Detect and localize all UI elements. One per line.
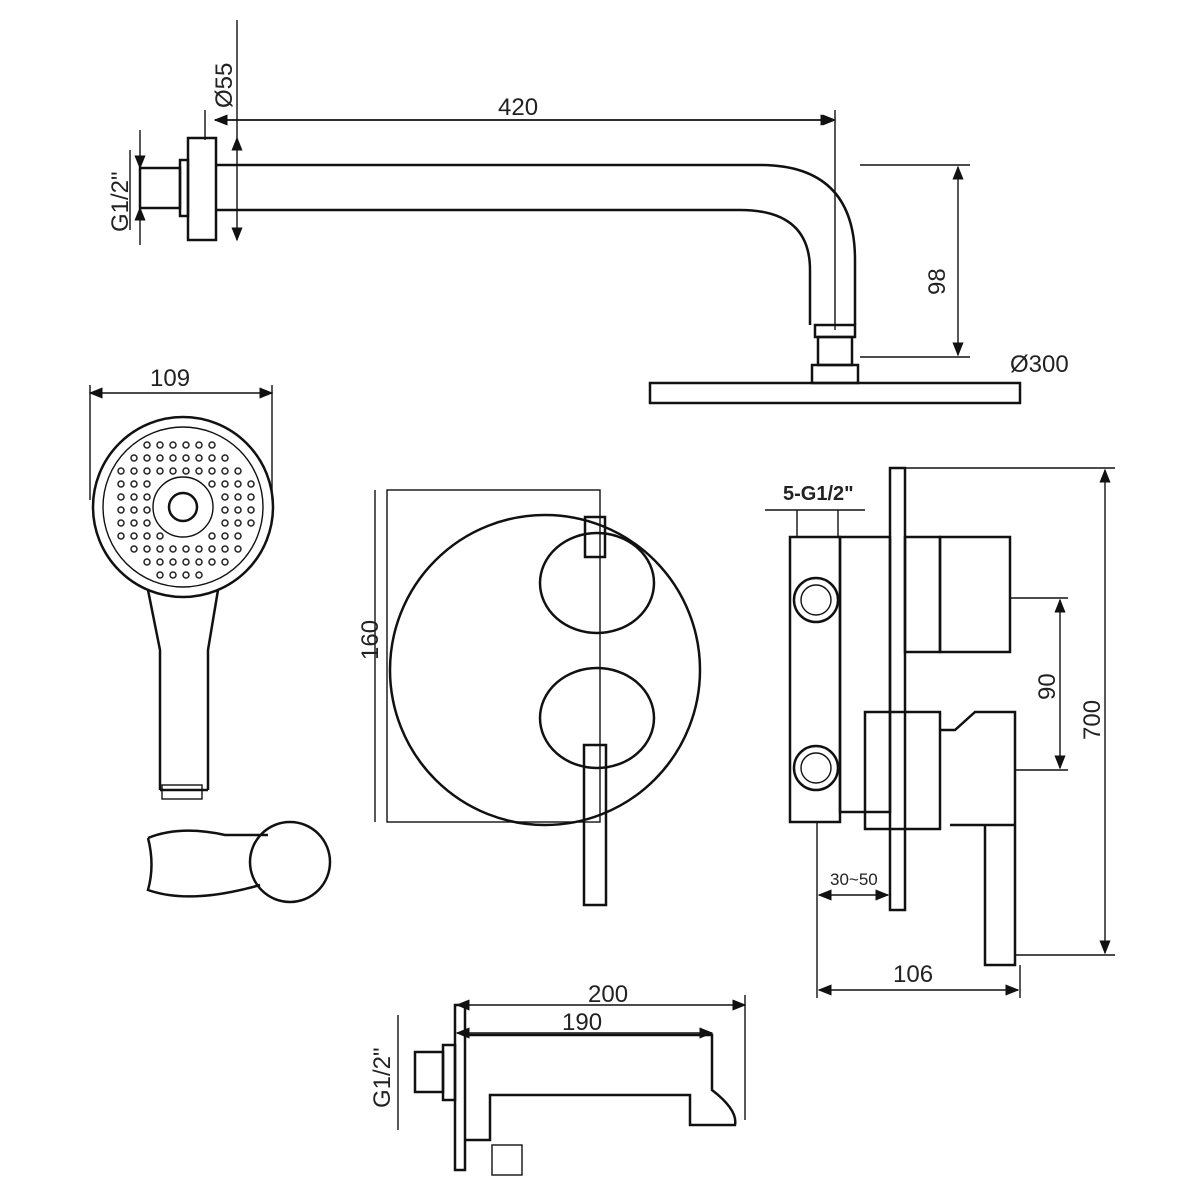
nozzle bbox=[169, 441, 177, 449]
nozzle bbox=[130, 454, 138, 462]
nozzle bbox=[221, 493, 229, 501]
nozzle bbox=[143, 493, 151, 501]
nozzle bbox=[130, 467, 138, 475]
nozzle bbox=[221, 532, 229, 540]
nozzle bbox=[234, 467, 242, 475]
nozzle bbox=[169, 571, 177, 579]
nozzle bbox=[156, 441, 164, 449]
nozzle bbox=[117, 467, 125, 475]
nozzle bbox=[234, 532, 242, 540]
nozzle bbox=[143, 519, 151, 527]
spout-inner-length-label: 190 bbox=[562, 1009, 602, 1036]
flange-diameter-label: Ø55 bbox=[211, 63, 238, 108]
nozzle bbox=[208, 454, 216, 462]
nozzle bbox=[195, 571, 203, 579]
nozzle bbox=[208, 532, 216, 540]
outlets-label: 5-G1/2" bbox=[783, 483, 854, 505]
nozzle bbox=[247, 480, 255, 488]
nozzle bbox=[117, 493, 125, 501]
nozzle bbox=[221, 558, 229, 566]
nozzle bbox=[182, 467, 190, 475]
nozzle bbox=[195, 545, 203, 553]
arm-length-label: 420 bbox=[498, 94, 538, 121]
handshower-width-label: 109 bbox=[150, 365, 190, 392]
nozzle bbox=[130, 506, 138, 514]
nozzle bbox=[169, 467, 177, 475]
nozzle bbox=[156, 532, 164, 540]
spray-nozzles bbox=[117, 441, 255, 579]
nozzle bbox=[208, 558, 216, 566]
nozzle bbox=[117, 532, 125, 540]
nozzle bbox=[143, 467, 151, 475]
nozzle bbox=[195, 441, 203, 449]
nozzle bbox=[182, 441, 190, 449]
nozzle bbox=[117, 506, 125, 514]
nozzle bbox=[156, 467, 164, 475]
nozzle bbox=[143, 454, 151, 462]
nozzle bbox=[143, 506, 151, 514]
nozzle bbox=[169, 454, 177, 462]
hand-shower: 109 bbox=[88, 365, 332, 904]
nozzle bbox=[156, 454, 164, 462]
nozzle bbox=[208, 545, 216, 553]
nozzle bbox=[130, 480, 138, 488]
nozzle bbox=[130, 532, 138, 540]
plate-height-label: 160 bbox=[357, 620, 384, 660]
nozzle bbox=[143, 441, 151, 449]
nozzle bbox=[221, 545, 229, 553]
shower-arm: 420 Ø55 G1/2" 98 Ø300 bbox=[107, 20, 1069, 405]
projection-label: 106 bbox=[893, 961, 933, 988]
nozzle bbox=[221, 467, 229, 475]
spout-length-label: 200 bbox=[588, 981, 628, 1008]
nozzle bbox=[182, 454, 190, 462]
nozzle bbox=[247, 506, 255, 514]
nozzle bbox=[117, 480, 125, 488]
valve-spacing-label: 90 bbox=[1034, 673, 1061, 700]
nozzle bbox=[182, 558, 190, 566]
nozzle bbox=[195, 454, 203, 462]
nozzle bbox=[143, 532, 151, 540]
nozzle bbox=[117, 519, 125, 527]
nozzle bbox=[234, 519, 242, 527]
arm-thread-label: G1/2" bbox=[107, 171, 134, 232]
nozzle bbox=[221, 480, 229, 488]
nozzle bbox=[182, 571, 190, 579]
nozzle bbox=[130, 519, 138, 527]
nozzle bbox=[156, 545, 164, 553]
nozzle bbox=[143, 480, 151, 488]
nozzle bbox=[221, 519, 229, 527]
nozzle bbox=[234, 493, 242, 501]
nozzle bbox=[169, 545, 177, 553]
nozzle bbox=[169, 558, 177, 566]
nozzle bbox=[156, 558, 164, 566]
nozzle bbox=[247, 493, 255, 501]
nozzle bbox=[195, 467, 203, 475]
nozzle bbox=[208, 441, 216, 449]
nozzle bbox=[143, 545, 151, 553]
mixer-front-view: 160 bbox=[357, 489, 702, 907]
nozzle bbox=[234, 545, 242, 553]
spout-thread-label: G1/2" bbox=[369, 1047, 396, 1108]
nozzle bbox=[156, 571, 164, 579]
nozzle bbox=[130, 545, 138, 553]
nozzle bbox=[221, 454, 229, 462]
nozzle bbox=[208, 467, 216, 475]
nozzle bbox=[208, 480, 216, 488]
arm-drop-label: 98 bbox=[924, 268, 951, 295]
nozzle bbox=[234, 506, 242, 514]
nozzle bbox=[234, 480, 242, 488]
nozzle bbox=[182, 545, 190, 553]
nozzle bbox=[143, 558, 151, 566]
nozzle bbox=[130, 493, 138, 501]
nozzle bbox=[195, 558, 203, 566]
bath-spout: 200 190 G1/2" bbox=[369, 981, 747, 1176]
wall-depth-label: 30~50 bbox=[830, 870, 878, 889]
nozzle bbox=[221, 506, 229, 514]
nozzle bbox=[247, 519, 255, 527]
total-height-label: 700 bbox=[1079, 700, 1106, 740]
head-diameter-label: Ø300 bbox=[1010, 351, 1069, 378]
mixer-side-view: 5-G1/2" 700 90 30~50 106 bbox=[765, 466, 1115, 998]
